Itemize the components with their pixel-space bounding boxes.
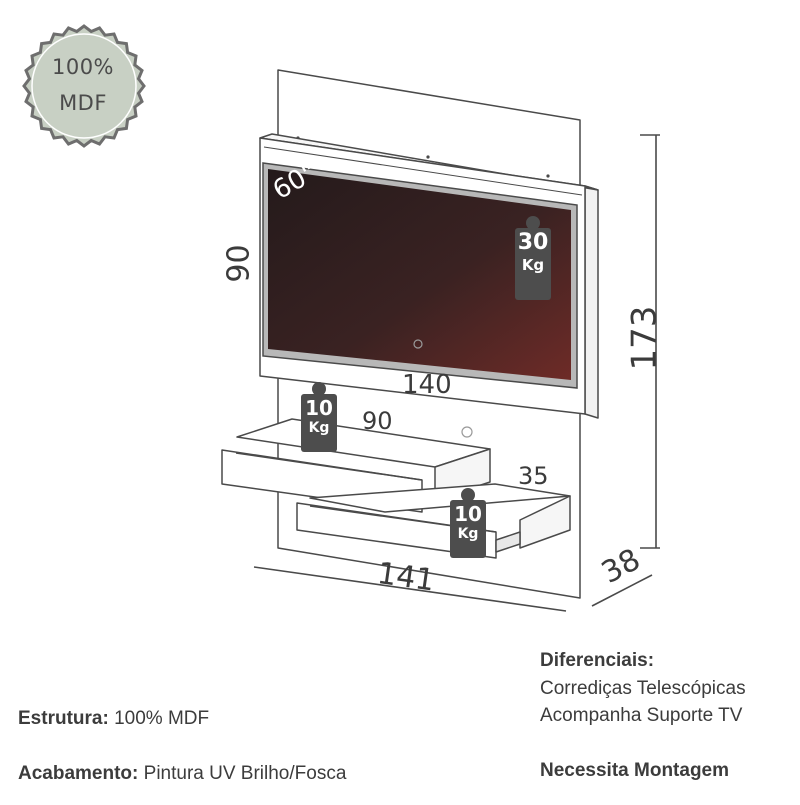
tv-height-label: 90 [221, 244, 257, 283]
spec-acabamento-label: Acabamento: [18, 763, 139, 784]
spec-estrutura: Estrutura: 100% MDF [18, 708, 209, 730]
spec-estrutura-label: Estrutura: [18, 708, 109, 729]
seal-line2: MDF [59, 91, 107, 115]
spec-acabamento: Acabamento: Pintura UV Brilho/Fosca [18, 763, 346, 785]
upper-shelf-weight-unit: Kg [308, 420, 330, 436]
weight-icon-upper-shelf [301, 382, 337, 452]
weight-knob [312, 382, 326, 396]
dimension-lines [253, 134, 660, 612]
lower-shelf-weight-unit: Kg [457, 526, 479, 542]
montagem-note: Necessita Montagem [540, 760, 730, 781]
weight-icon-tv [515, 216, 551, 300]
spec-estrutura-value: 100% MDF [114, 708, 210, 729]
upper-shelf-weight-value: 10 [305, 396, 333, 420]
total-height-label: 173 [624, 305, 665, 371]
diferenciais-title: Diferenciais: [540, 650, 655, 671]
tv-screen [262, 162, 578, 389]
weight-body [301, 394, 337, 452]
tv-weight-value: 30 [517, 230, 549, 255]
weight-knob [461, 488, 475, 502]
shelf-width-label: 90 [362, 407, 393, 435]
diferenciais-item: Acompanha Suporte TV [540, 705, 743, 726]
weight-body [515, 228, 551, 300]
lower-shelf-weight-value: 10 [454, 502, 482, 526]
weight-body [450, 500, 486, 558]
tv-width-label: 140 [402, 370, 452, 400]
lower-shelf [296, 483, 571, 559]
weight-icon-lower-shelf [450, 488, 486, 558]
tv-weight-unit: Kg [521, 256, 545, 274]
seal-line1: 100% [51, 55, 115, 79]
shelf-depth-label: 35 [518, 462, 549, 490]
mdf-seal-badge [22, 24, 146, 148]
spec-acabamento-value: Pintura UV Brilho/Fosca [143, 763, 347, 784]
diferenciais-item: Corrediças Telescópicas [540, 678, 746, 699]
weight-knob [526, 216, 540, 230]
